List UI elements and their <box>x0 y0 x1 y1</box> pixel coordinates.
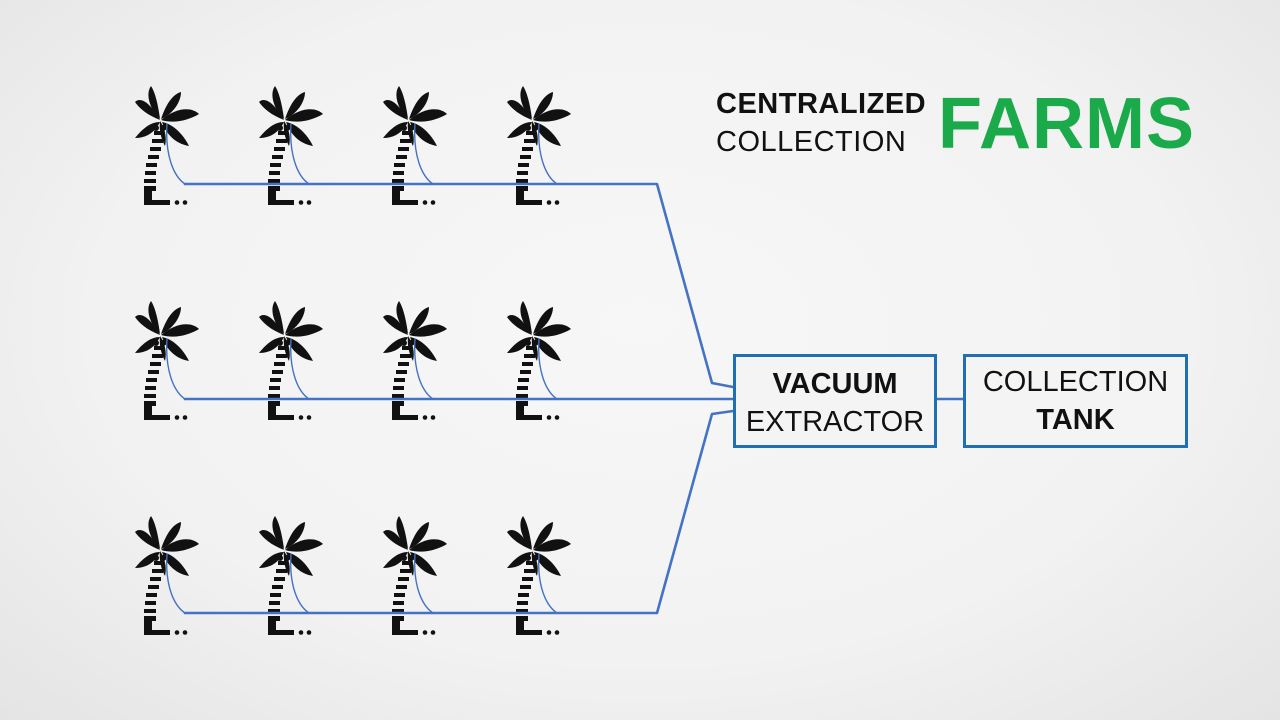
row-2-tap-line <box>289 338 310 400</box>
title-farms: FARMS <box>938 84 1195 164</box>
title-centralized: CENTRALIZED <box>716 88 927 120</box>
row-1-tap-line <box>537 123 558 185</box>
collection-label: COLLECTION <box>982 366 1169 398</box>
extractor-label: EXTRACTOR <box>745 406 925 438</box>
row-1-tap-line <box>289 123 310 185</box>
diagram-title: CENTRALIZED COLLECTION FARMS <box>716 86 1196 166</box>
title-collection: COLLECTION <box>716 126 907 158</box>
row-3-tap-line <box>165 553 186 614</box>
row-2-tap-line <box>413 338 434 400</box>
tank-label: TANK <box>1036 404 1115 436</box>
row-3-tap-line <box>413 553 434 614</box>
row-3-tap-line <box>289 553 310 614</box>
row-1-main-pipe <box>183 182 735 389</box>
row-1-tap-line <box>413 123 434 185</box>
row-1-tap-line <box>165 123 186 185</box>
vacuum-extractor-box: VACUUM EXTRACTOR <box>733 354 937 448</box>
vacuum-label: VACUUM <box>772 368 898 400</box>
row-3-main-pipe <box>183 409 735 615</box>
row-2-tap-line <box>537 338 558 400</box>
row-2-tap-line <box>165 338 186 400</box>
collection-tank-box: COLLECTION TANK <box>963 354 1188 448</box>
row-3-tap-line <box>537 553 558 614</box>
